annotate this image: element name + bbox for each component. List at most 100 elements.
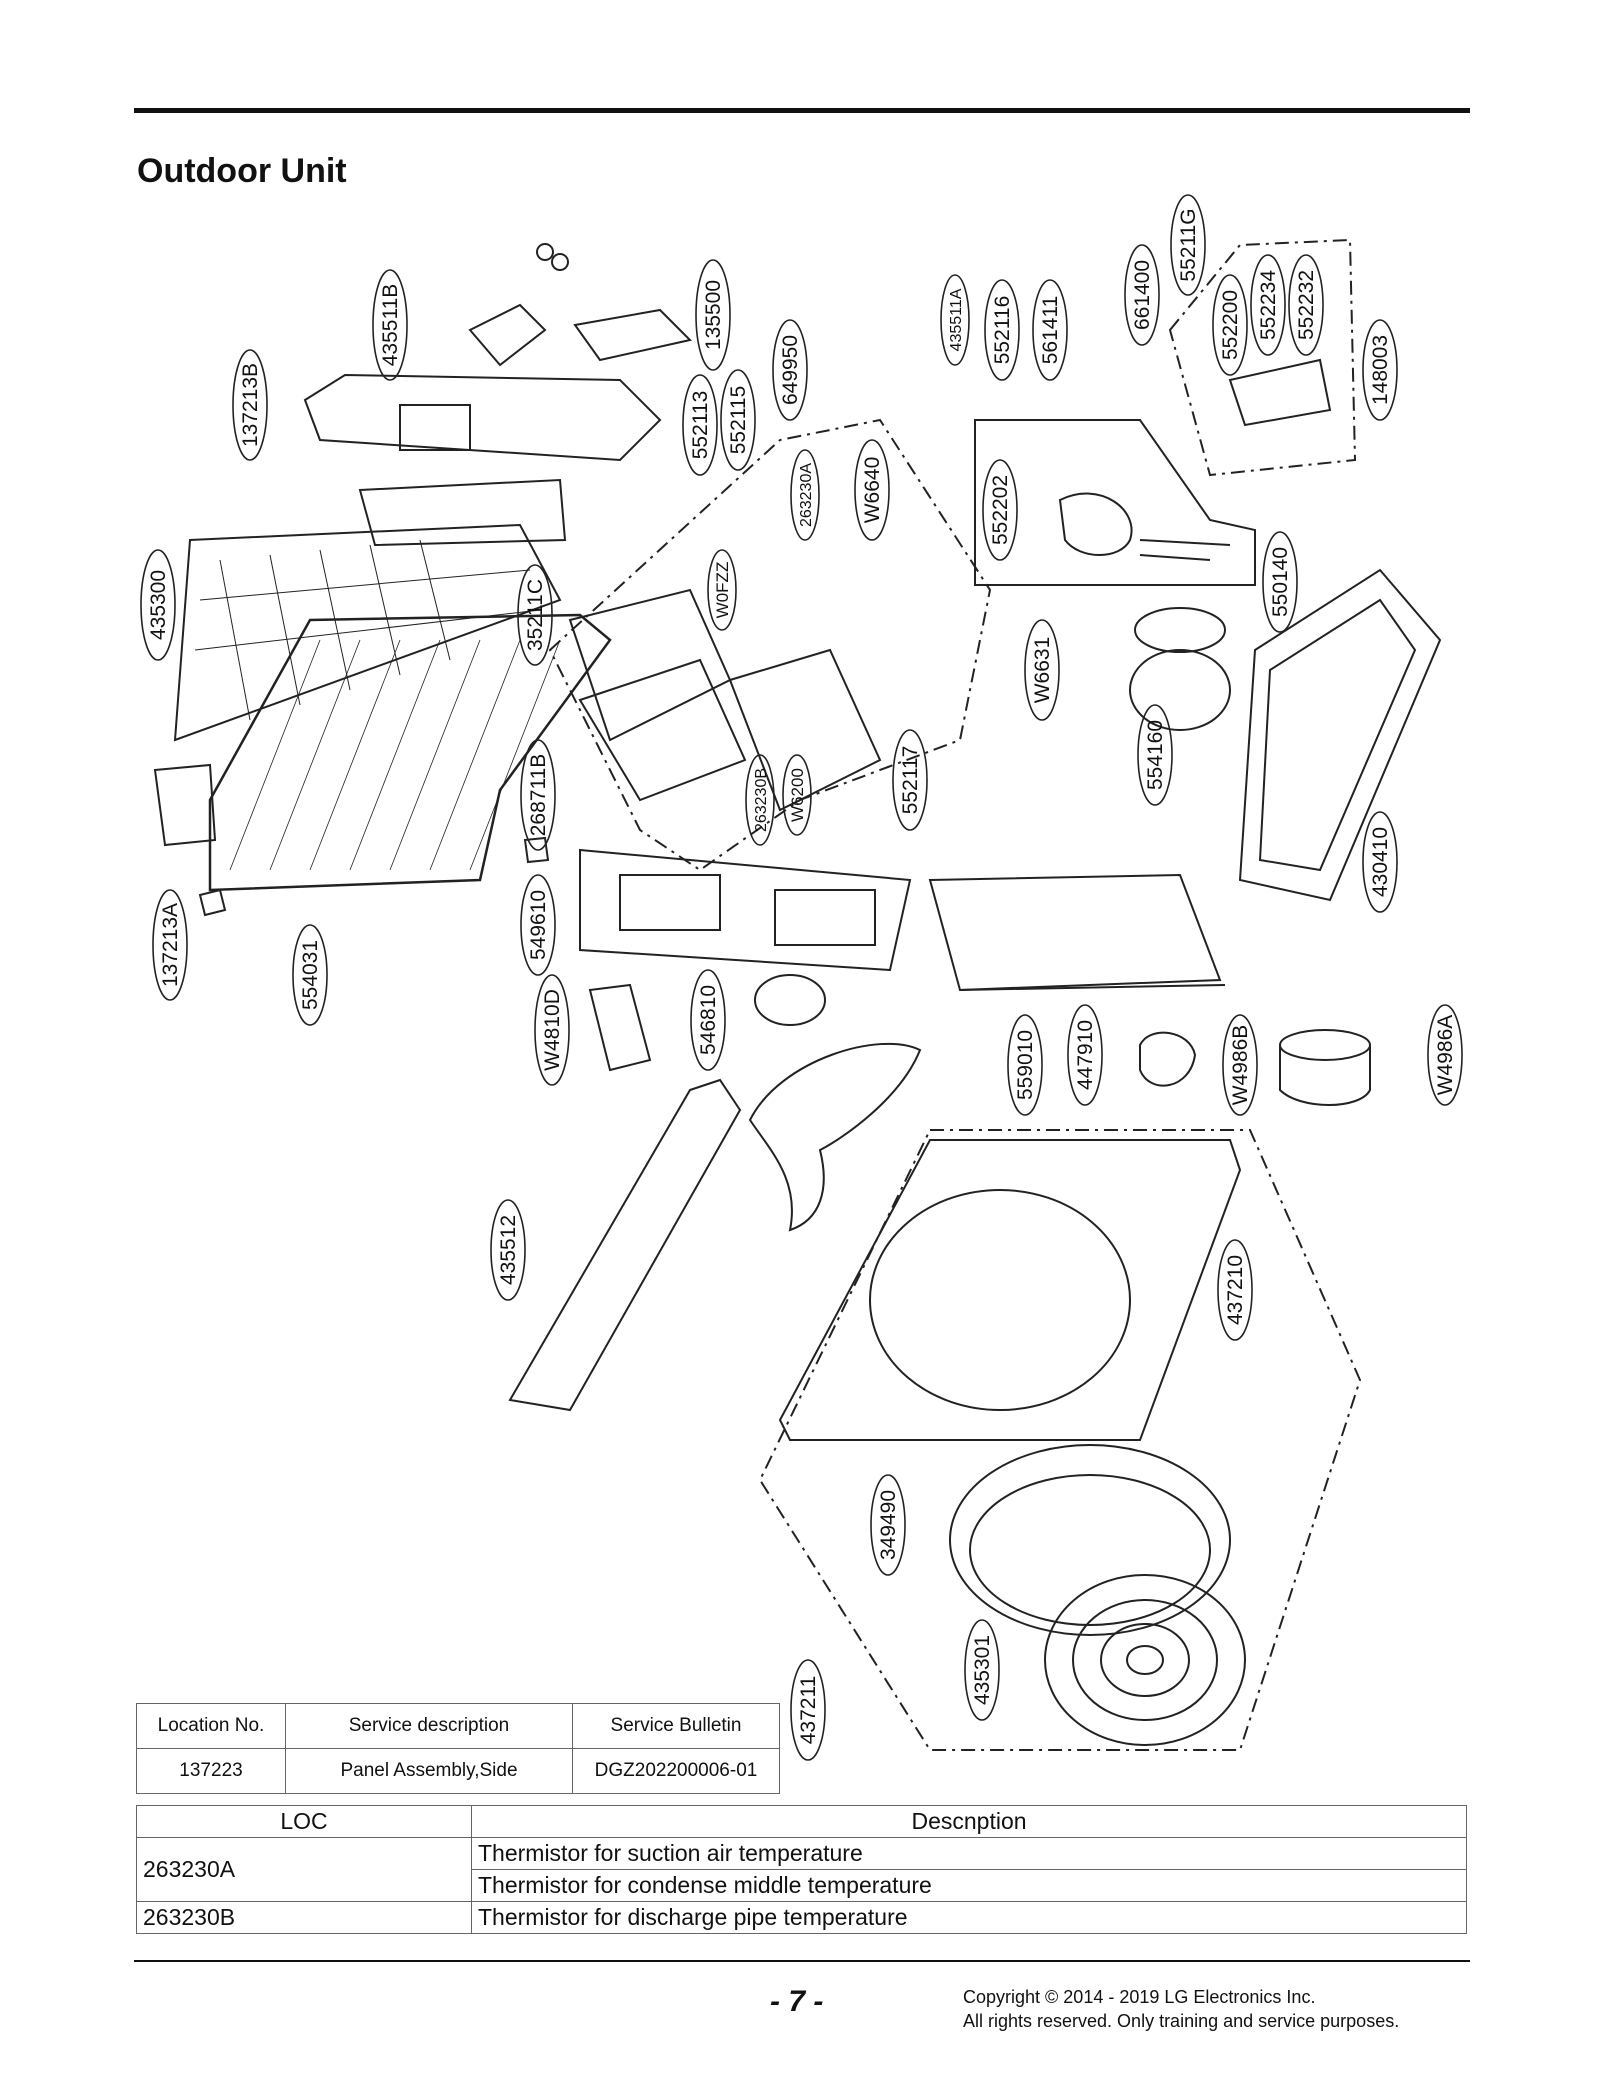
callout-559010: 559010 (1007, 1014, 1043, 1116)
cell-service-bulletin: DGZ202200006-01 (572, 1748, 780, 1794)
callout-text: 550140 (1269, 547, 1292, 617)
callout-text: W4986A (1434, 1015, 1457, 1096)
cell-loc: 263230B (136, 1901, 472, 1934)
drain-hose-top (1279, 1029, 1371, 1061)
callout-437211: 437211 (790, 1659, 826, 1761)
cell-description: Thermistor for discharge pipe temperatur… (471, 1901, 1467, 1934)
fan-motor (754, 974, 826, 1026)
callout-649950: 649950 (772, 319, 808, 421)
callout-W4810D: W4810D (534, 974, 570, 1086)
callout-text: W4810D (541, 989, 564, 1071)
callout-55211G: 55211G (1170, 194, 1206, 296)
table-row: 263230A Thermistor for suction air tempe… (136, 1837, 1467, 1902)
callout-137213A: 137213A (152, 889, 188, 1001)
callout-W6640: W6640 (854, 439, 890, 541)
callout-text: W6631 (1031, 637, 1054, 704)
callout-text: 268711B (527, 754, 550, 837)
valve-pipes (1139, 539, 1231, 561)
orifice-ring-inner (969, 1474, 1211, 1626)
orifice-ring (949, 1444, 1231, 1636)
base-pan (1238, 568, 1442, 902)
callout-text: 435512 (497, 1215, 520, 1285)
callout-text: 552113 (689, 391, 712, 460)
cell-location-no: 137223 (136, 1748, 286, 1794)
callout-text: 263230A (798, 463, 815, 527)
control-box-tray (578, 658, 747, 802)
callout-550140: 550140 (1262, 531, 1298, 633)
callout-text: 552234 (1257, 270, 1280, 340)
callout-text: 559010 (1014, 1030, 1037, 1100)
callout-text: W6200 (788, 768, 807, 822)
cell-description: Thermistor for suction air temperature (471, 1837, 1467, 1870)
callout-text: 552232 (1295, 270, 1318, 340)
bottom-rule (134, 1960, 1470, 1962)
clip-holder (198, 888, 227, 917)
cell-description: Thermistor for condense middle temperatu… (471, 1869, 1467, 1902)
callout-W4986A: W4986A (1427, 1004, 1463, 1106)
page-number: - 7 - (770, 1985, 824, 2018)
side-panel (153, 763, 217, 847)
callout-text: 552117 (899, 746, 922, 815)
service-bulletin-header-row: Location No. Service description Service… (136, 1703, 780, 1749)
callout-552117: 552117 (892, 729, 928, 831)
service-valve-boundary (1168, 238, 1357, 477)
callout-text: 447910 (1074, 1020, 1097, 1090)
header-description: Descnption (471, 1805, 1467, 1838)
top-bracket-right (573, 308, 692, 362)
motor-mount-bracket (579, 848, 912, 972)
callout-text: 552115 (727, 386, 750, 455)
callout-552200: 552200 (1212, 274, 1248, 376)
electrical-boundary (548, 418, 992, 872)
callout-552202: 552202 (982, 459, 1018, 561)
callout-text: 137213A (159, 903, 182, 987)
cell-loc: 263230A (136, 1837, 472, 1902)
cell-service-description: Panel Assembly,Side (285, 1748, 573, 1794)
callout-text: 552200 (1219, 290, 1242, 360)
callout-268711B: 268711B (520, 739, 556, 851)
callout-435300: 435300 (140, 549, 176, 661)
callout-W6200: W6200 (782, 754, 812, 836)
drain-cap (1139, 1031, 1197, 1087)
front-grille-boundary (758, 1129, 1362, 1751)
base-pan-inner (1258, 598, 1417, 872)
callout-549610: 549610 (520, 874, 556, 976)
callout-text: W0FZZ (713, 562, 732, 619)
callout-text: 430410 (1369, 827, 1392, 897)
grille-lines (194, 539, 541, 721)
service-bulletin-row: 137223 Panel Assembly,Side DGZ202200006-… (136, 1748, 780, 1794)
callout-W0FZZ: W0FZZ (707, 549, 737, 631)
callout-W4986B: W4986B (1222, 1014, 1258, 1116)
condenser-coil (208, 613, 612, 892)
front-grille-ring-4 (1126, 1645, 1164, 1675)
drain-hose (1279, 1045, 1371, 1106)
callout-text: 435511A (948, 288, 965, 351)
callout-437210: 437210 (1217, 1239, 1253, 1341)
frame-bracket (358, 478, 567, 547)
callout-text: 135500 (702, 280, 725, 350)
motor-mount-window-2 (774, 889, 876, 946)
loc-header-row: LOC Descnption (136, 1805, 1467, 1838)
callout-text: 435301 (971, 1635, 994, 1705)
handle (523, 836, 550, 864)
callout-labels: 435511B 135500 137213B 552113 552115 649… (140, 194, 1463, 1761)
cap-icon-1 (536, 243, 554, 261)
grille-rear (173, 523, 562, 742)
callout-text: 554031 (299, 940, 322, 1010)
copyright-line-1: Copyright © 2014 - 2019 LG Electronics I… (963, 1987, 1316, 2007)
pcb-box (728, 648, 882, 812)
front-grille-ring-3 (1100, 1623, 1190, 1697)
coil-fins (229, 639, 561, 871)
table-row: Thermistor for condense middle temperatu… (137, 1869, 1467, 1902)
copyright-line-2: All rights reserved. Only training and s… (963, 2011, 1400, 2031)
header-service-bulletin: Service Bulletin (572, 1703, 780, 1749)
callout-435301: 435301 (964, 1619, 1000, 1721)
callout-text: 649950 (779, 335, 802, 405)
callout-text: W6640 (861, 457, 884, 524)
callout-435511A: 435511A (940, 274, 970, 366)
table-row: 263230B Thermistor for discharge pipe te… (136, 1901, 1467, 1934)
header-location-no: Location No. (136, 1703, 286, 1749)
callout-text: 35211C (524, 579, 547, 651)
front-grille-ring-2 (1072, 1599, 1218, 1721)
callout-554160: 554160 (1137, 704, 1173, 806)
